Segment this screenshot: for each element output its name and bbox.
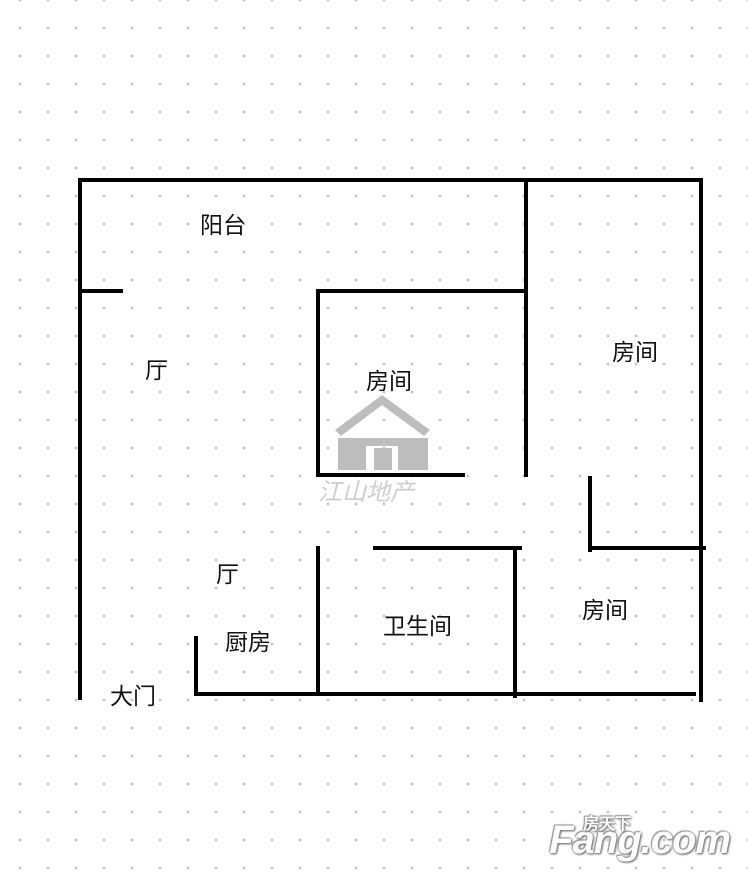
watermark-house-icon bbox=[335, 395, 430, 470]
label-hall-lower: 厅 bbox=[216, 562, 239, 588]
label-bathroom: 卫生间 bbox=[383, 614, 452, 640]
label-entrance: 大门 bbox=[110, 684, 156, 710]
watermark-text: 江山地产 bbox=[318, 478, 416, 506]
label-balcony: 阳台 bbox=[200, 213, 246, 239]
fang-logo-text: Fang.com bbox=[549, 818, 731, 862]
label-bedroom-center: 房间 bbox=[366, 369, 412, 395]
fang-logo: 房天下 Fang.com bbox=[549, 816, 731, 863]
label-bedroom-right: 房间 bbox=[612, 340, 658, 366]
fang-logo-cn: 房天下 bbox=[583, 816, 632, 833]
label-bedroom-lower-right: 房间 bbox=[582, 598, 628, 624]
label-kitchen: 厨房 bbox=[225, 630, 271, 656]
label-hall-upper: 厅 bbox=[145, 358, 168, 384]
